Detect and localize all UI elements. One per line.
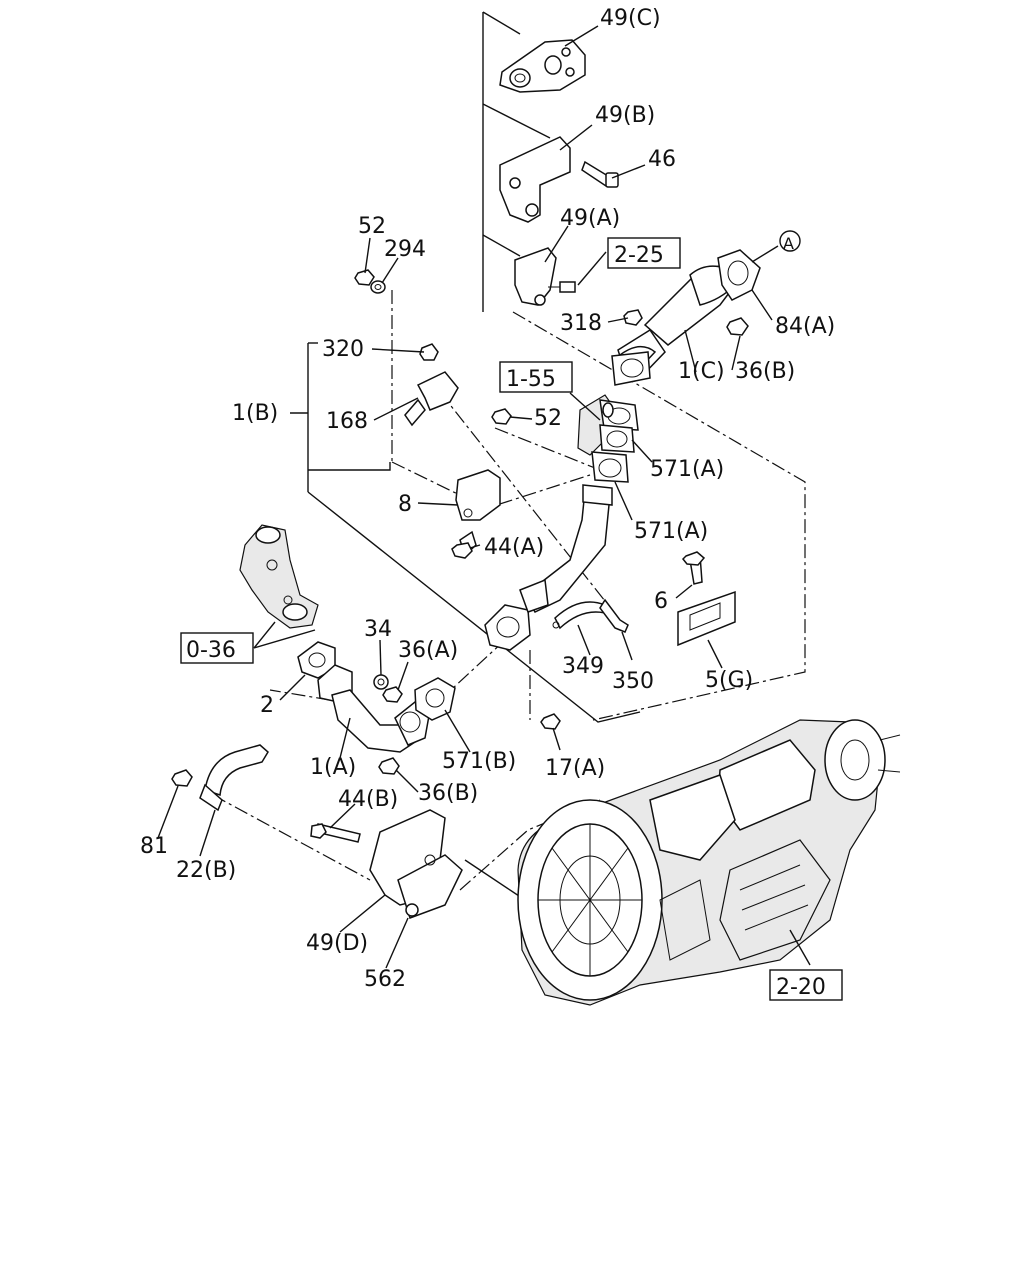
ref-1-55[interactable]: 1-55 — [506, 367, 556, 392]
label-49a: 49(A) — [560, 206, 620, 231]
pipe-1b — [484, 484, 613, 651]
bracket-168-8 — [404, 343, 501, 559]
label-49c: 49(C) — [600, 6, 661, 31]
label-571a-2: 571(A) — [634, 519, 708, 544]
part-labels: 49(C) 49(B) 46 49(A) 52 294 2-25 A 318 8… — [140, 6, 835, 1000]
label-36a: 36(A) — [398, 638, 458, 663]
reference-boxes — [180, 230, 843, 1001]
gaskets-571a — [577, 394, 639, 483]
label-49d: 49(D) — [306, 931, 368, 956]
circle-a-marker: A — [783, 234, 794, 253]
label-294: 294 — [384, 237, 426, 262]
label-46: 46 — [648, 147, 676, 172]
bracket-49d — [310, 809, 463, 919]
label-52-top: 52 — [358, 214, 386, 239]
leader-lines — [212, 11, 806, 901]
label-349: 349 — [562, 654, 604, 679]
label-34: 34 — [364, 617, 392, 642]
label-168: 168 — [326, 409, 368, 434]
bracket-49a — [514, 247, 576, 306]
label-49b: 49(B) — [595, 103, 655, 128]
label-plate-5g — [677, 551, 736, 647]
nuts-52-294 — [354, 269, 512, 425]
label-562: 562 — [364, 967, 406, 992]
label-leaders — [157, 25, 779, 969]
manifold-0-36 — [239, 524, 319, 629]
label-52-mid: 52 — [534, 406, 562, 431]
label-320: 320 — [322, 337, 364, 362]
label-8: 8 — [398, 492, 412, 517]
label-571a-1: 571(A) — [650, 457, 724, 482]
label-1b: 1(B) — [232, 401, 278, 426]
label-17a: 17(A) — [545, 756, 605, 781]
label-1a: 1(A) — [310, 755, 356, 780]
transmission-2-20 — [517, 719, 901, 1006]
label-1c: 1(C) — [678, 359, 725, 384]
label-36b-top: 36(B) — [735, 359, 795, 384]
clamp-349-350 — [540, 598, 629, 730]
clamp-22b — [171, 744, 269, 812]
bracket-49c — [499, 39, 586, 93]
ref-0-36[interactable]: 0-36 — [186, 638, 236, 663]
label-571b: 571(B) — [442, 749, 516, 774]
label-44b: 44(B) — [338, 787, 398, 812]
label-36b-bottom: 36(B) — [418, 781, 478, 806]
label-350: 350 — [612, 669, 654, 694]
ref-2-20[interactable]: 2-20 — [776, 975, 826, 1000]
label-44a: 44(A) — [484, 535, 544, 560]
label-22b: 22(B) — [176, 858, 236, 883]
label-318: 318 — [560, 311, 602, 336]
label-5g: 5(G) — [705, 668, 753, 693]
label-84a: 84(A) — [775, 314, 835, 339]
label-81: 81 — [140, 834, 168, 859]
ref-2-25[interactable]: 2-25 — [614, 243, 664, 268]
label-6: 6 — [654, 589, 668, 614]
front-pipe-1a — [297, 641, 456, 775]
label-2: 2 — [260, 693, 274, 718]
